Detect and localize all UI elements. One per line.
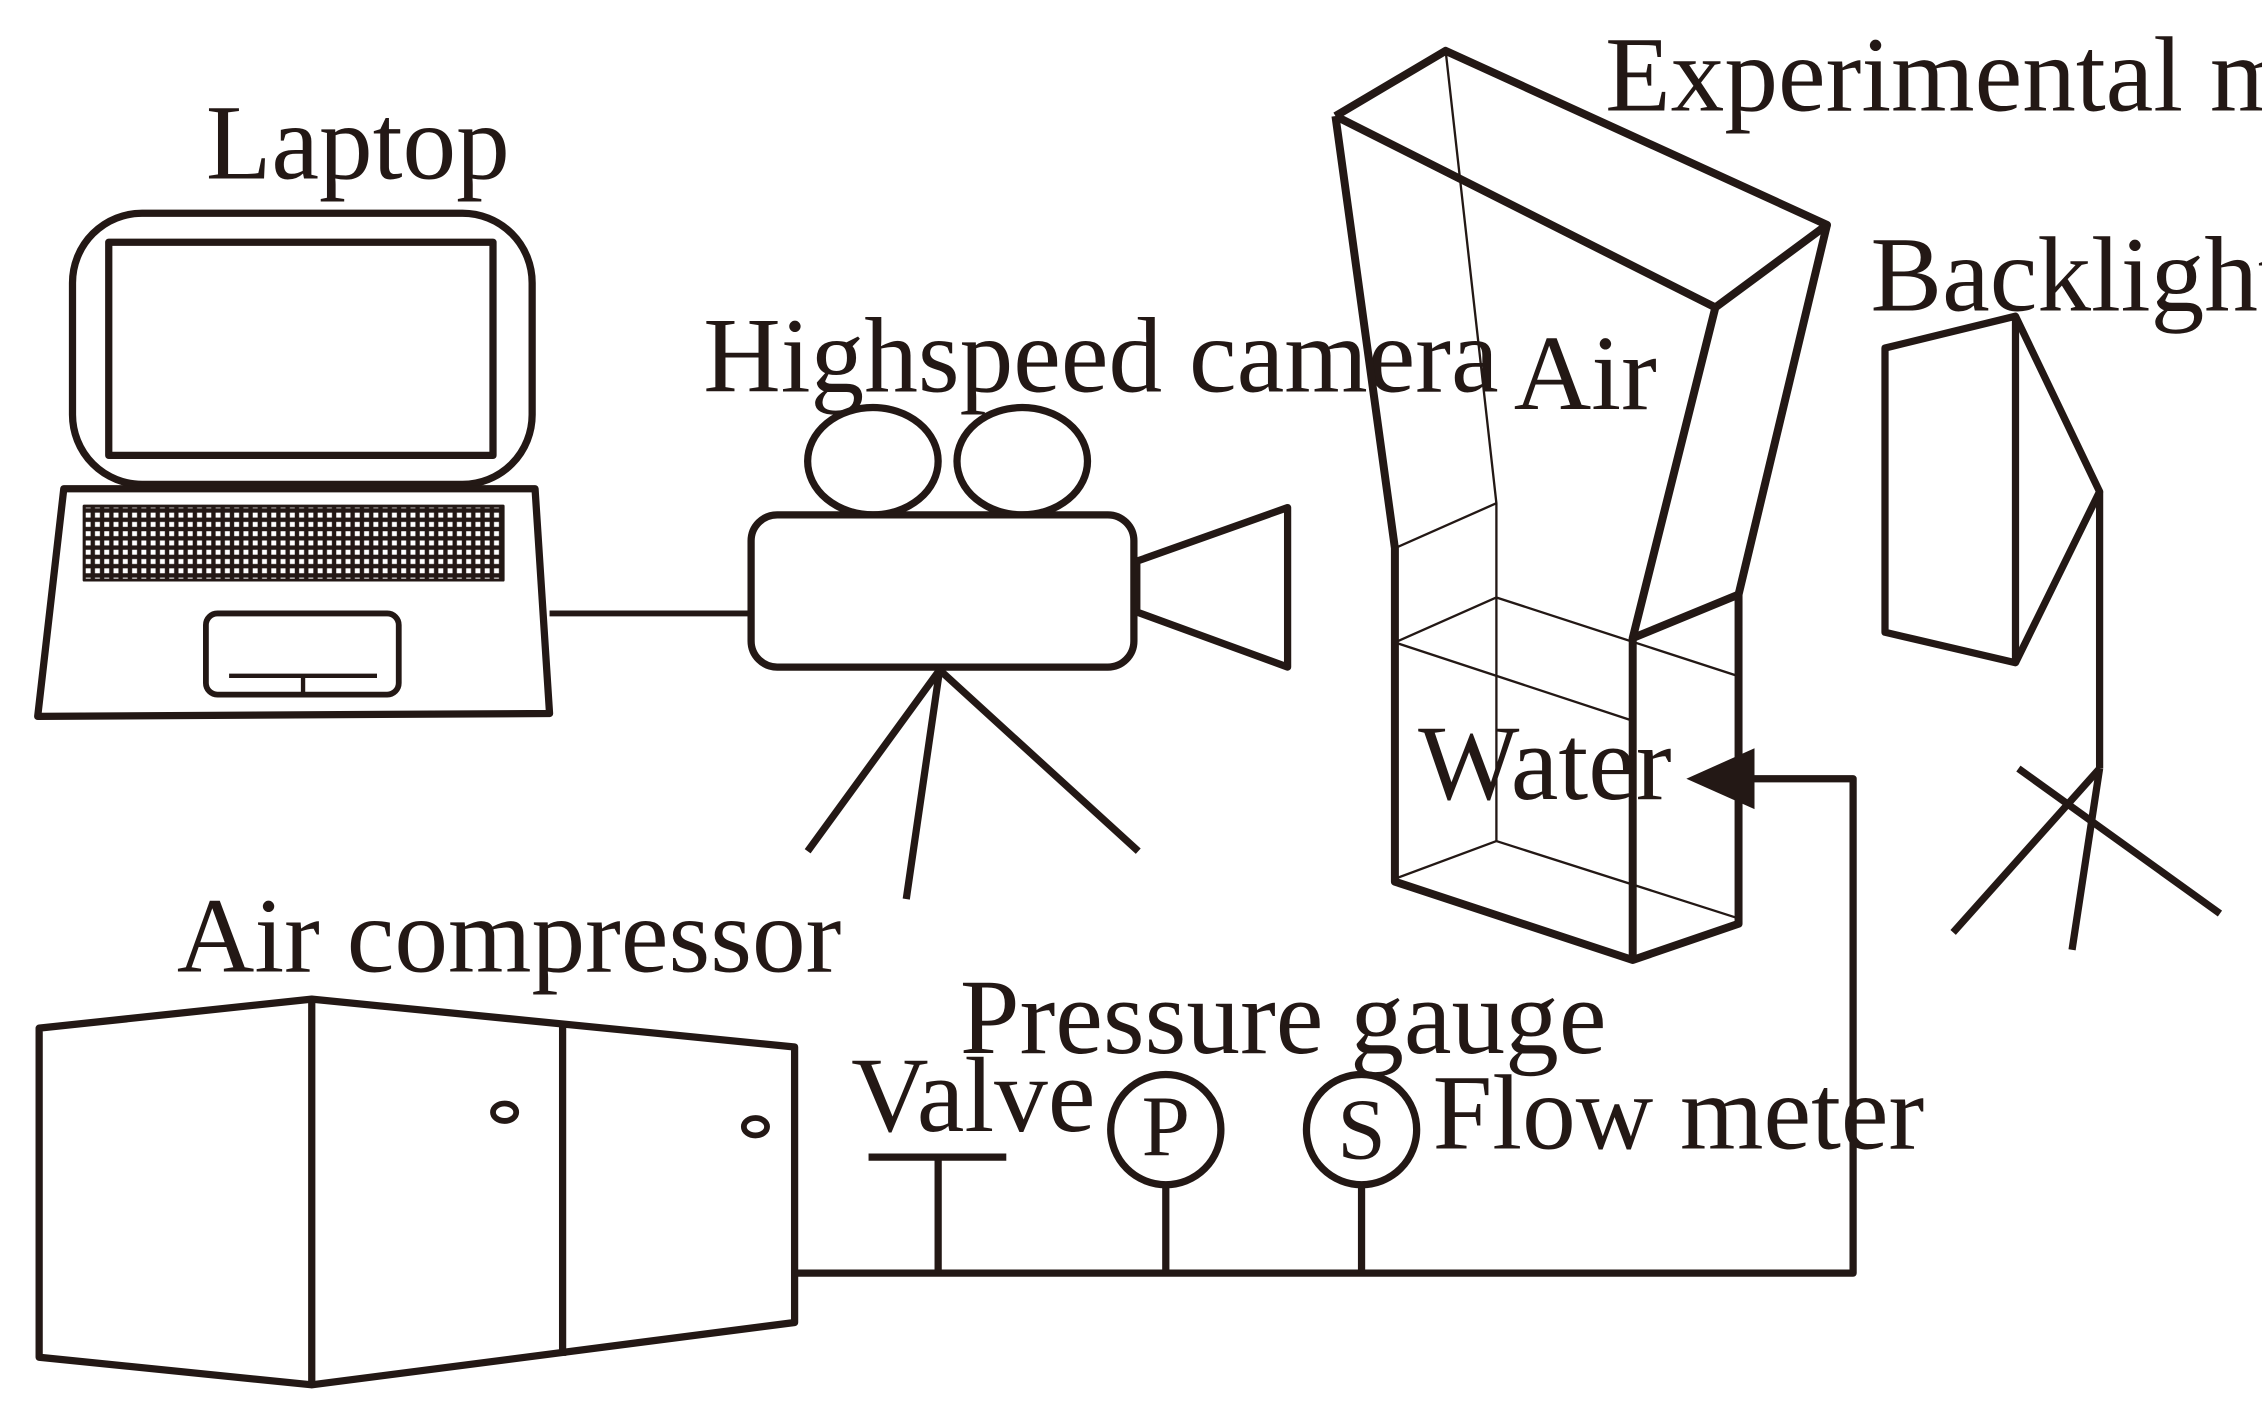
highspeed-camera bbox=[747, 403, 1292, 900]
backlight bbox=[1881, 312, 2223, 951]
water-surface-line bbox=[1394, 596, 1738, 677]
tripod-leg-center bbox=[902, 669, 944, 900]
water-surface-front bbox=[1394, 641, 1634, 722]
water-label: Water bbox=[1418, 704, 1671, 823]
compressor-door-knob-1 bbox=[490, 1100, 520, 1124]
compressor-door-knob-2 bbox=[740, 1115, 770, 1139]
model-back-diagonal bbox=[1394, 502, 1497, 550]
air-supply-line bbox=[794, 775, 1857, 1277]
supply-pipe bbox=[794, 775, 1857, 1277]
tripod-leg-right bbox=[937, 667, 1141, 854]
valve-label: Valve bbox=[851, 1036, 1095, 1155]
tripod-leg-left bbox=[804, 667, 943, 854]
camera-label: Highspeed camera bbox=[703, 297, 1498, 416]
model-right-back-edge bbox=[1734, 223, 1831, 596]
pressure-gauge-label: Pressure gauge bbox=[960, 958, 1607, 1077]
model-top-front-edge bbox=[1333, 112, 1718, 312]
laptop-keyboard bbox=[82, 504, 505, 582]
model-bottom-back bbox=[1394, 839, 1497, 880]
flow-meter-symbol: S bbox=[1337, 1081, 1385, 1178]
camera-film-reel-left bbox=[804, 403, 942, 519]
air-compressor bbox=[35, 995, 799, 1389]
laptop bbox=[34, 209, 554, 720]
laptop-screen bbox=[105, 238, 497, 459]
laptop-touchpad bbox=[203, 610, 402, 698]
backlight-panel bbox=[1881, 312, 2020, 667]
laptop-screen-bezel bbox=[68, 209, 536, 488]
laptop-label: Laptop bbox=[206, 83, 510, 202]
flow-meter bbox=[1302, 1070, 1421, 1189]
pressure-gauge-symbol: P bbox=[1142, 1078, 1190, 1175]
air-label: Air bbox=[1514, 314, 1657, 433]
inlet-arrow-icon bbox=[1686, 748, 1755, 810]
camera-body bbox=[747, 511, 1138, 671]
backlight-label: Backlight bbox=[1871, 215, 2262, 334]
backlight-stand-leg-3 bbox=[2016, 765, 2223, 917]
experimental-model bbox=[1331, 46, 1831, 964]
model-outline bbox=[1331, 46, 1831, 964]
model-label: Experimental model bbox=[1605, 15, 2262, 134]
backlight-housing bbox=[2012, 314, 2104, 665]
compressor-body bbox=[35, 995, 799, 1389]
camera-film-reel-right bbox=[953, 403, 1092, 519]
compressor-label: Air compressor bbox=[177, 877, 841, 996]
laptop-base bbox=[34, 485, 554, 720]
camera-lens bbox=[1133, 503, 1292, 671]
backlight-stand-leg-2 bbox=[2068, 768, 2104, 951]
backlight-stand-leg-1 bbox=[1950, 766, 2103, 935]
model-bottom-right bbox=[1496, 839, 1738, 920]
pressure-gauge bbox=[1107, 1070, 1225, 1189]
flow-meter-label: Flow meter bbox=[1433, 1053, 1925, 1172]
